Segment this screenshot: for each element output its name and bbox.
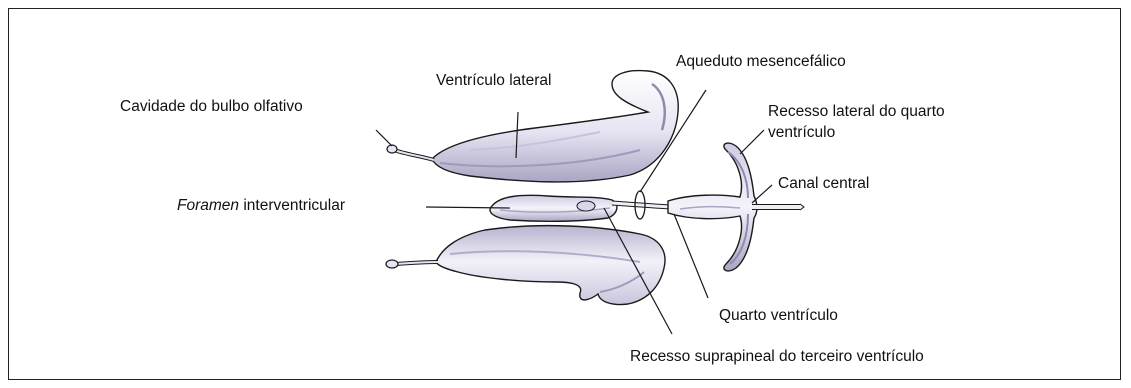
label-recesso-suprapineal: Recesso suprapineal do terceiro ventrícu… xyxy=(630,347,924,366)
label-recesso-lateral-line1: Recesso lateral do quarto xyxy=(768,102,945,121)
olfactory-bulb-lower xyxy=(386,260,438,268)
leader-recesso-lateral xyxy=(740,130,764,154)
label-canal-central: Canal central xyxy=(778,174,869,193)
label-foramen-italic: Foramen xyxy=(177,197,239,214)
leader-quarto-ventriculo xyxy=(674,214,708,298)
leader-cavidade-bulbo xyxy=(376,130,392,146)
olfactory-bulb-upper xyxy=(387,145,434,160)
label-foramen-rest: interventricular xyxy=(239,197,345,214)
cerebral-aqueduct xyxy=(612,203,672,207)
label-cavidade-bulbo-olfativo: Cavidade do bulbo olfativo xyxy=(120,97,303,116)
label-ventriculo-lateral: Ventrículo lateral xyxy=(436,71,551,90)
label-quarto-ventriculo: Quarto ventrículo xyxy=(719,306,838,325)
central-canal xyxy=(752,204,804,210)
lower-lateral-ventricle xyxy=(436,226,665,305)
label-recesso-lateral-line2: ventrículo xyxy=(768,123,835,142)
fourth-ventricle xyxy=(668,143,757,271)
label-aqueduto-mesencefalico: Aqueduto mesencefálico xyxy=(676,52,846,71)
leader-canal-central xyxy=(752,185,772,203)
label-foramen-interventricular: Foramen interventricular xyxy=(177,196,345,215)
